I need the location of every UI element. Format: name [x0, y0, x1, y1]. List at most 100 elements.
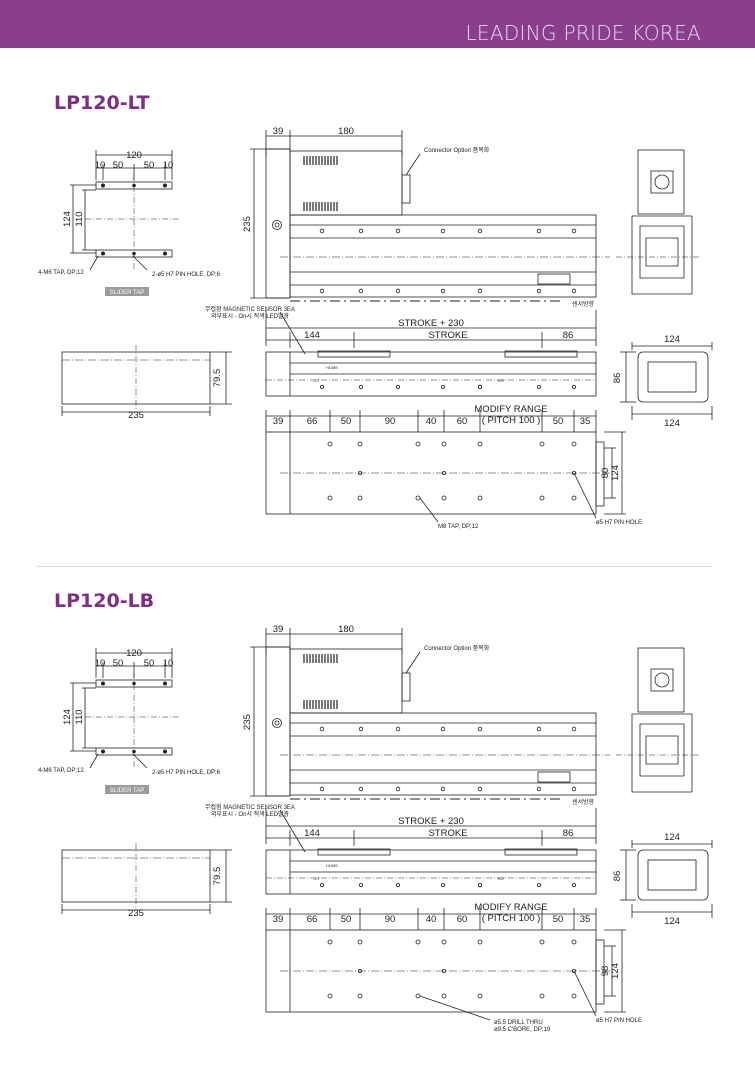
slider-tap-view	[70, 150, 180, 271]
slider-h-inner-label: 110	[74, 211, 85, 226]
bottom-label-0: 39	[273, 416, 284, 427]
top-height-label: 235	[242, 216, 253, 232]
bottom-hole	[357, 939, 363, 945]
bottom-h-inner-label: 80	[600, 468, 611, 479]
bolt-hole	[358, 288, 364, 294]
bolt-hole	[571, 786, 577, 792]
stroke-label: STROKE	[428, 330, 467, 341]
top-39-label: 39	[273, 624, 284, 635]
page-header: LEADING PRIDE KOREA	[0, 0, 755, 48]
bolt-hole	[536, 786, 542, 792]
bottom-hole	[477, 939, 483, 945]
bolt-hole	[395, 726, 401, 732]
brand-text: LEADING PRIDE KOREA	[465, 21, 701, 45]
plus-ot-label: +OT	[497, 378, 505, 383]
pin-hole	[572, 470, 577, 475]
bottom-hole	[441, 495, 447, 501]
end-view-right	[620, 342, 713, 420]
sensor-dir-label: 센서방향	[572, 300, 595, 308]
tap-note: 4-M6 TAP, DP;12	[38, 768, 84, 774]
bolt-hole	[477, 228, 483, 234]
stroke-label: STROKE	[428, 828, 467, 839]
end-view-top	[616, 647, 700, 793]
side-width-label: 235	[128, 410, 144, 421]
bottom-label-2: 50	[341, 416, 352, 427]
bolt-hole	[395, 882, 400, 887]
bolt-hole	[477, 786, 483, 792]
bolt-hole	[395, 228, 401, 234]
sensor-note-1: 무접점 MAGNETIC SENSOR 3EA	[205, 305, 295, 313]
end-bottom-width-label: 124	[664, 418, 680, 429]
side-view-left	[61, 345, 232, 416]
bottom-hole	[441, 441, 447, 447]
slider-tap-badge: SLIDER TAP	[110, 788, 144, 794]
slider-width-label: 120	[126, 648, 142, 659]
top-180-label: 180	[338, 126, 354, 137]
bolt-hole	[537, 384, 542, 389]
bolt-hole	[536, 288, 542, 294]
bolt-hole	[395, 786, 401, 792]
end-height-label: 86	[612, 373, 623, 384]
bottom-hole	[539, 939, 545, 945]
bolt-hole	[440, 288, 446, 294]
slider-tap-badge: SLIDER TAP	[110, 290, 144, 296]
hole-note: M8 TAP, DP;12	[438, 524, 479, 530]
bottom-hole	[415, 495, 421, 501]
slider-d4-label: 10	[163, 658, 174, 669]
bolt-hole	[572, 384, 577, 389]
bottom-view	[265, 908, 626, 1021]
bolt-hole	[440, 882, 445, 887]
bolt-hole	[572, 882, 577, 887]
bottom-hole	[571, 495, 577, 501]
bottom-hole	[357, 993, 363, 999]
pitch-label: ( PITCH 100 )	[482, 913, 541, 924]
bottom-hole	[571, 441, 577, 447]
bottom-hole	[357, 495, 363, 501]
bottom-label-5: 60	[457, 416, 468, 427]
drawing-lp120-lt: 120 10 50 50 10 124 110 4-M6 TAP, DP;12 …	[38, 126, 713, 530]
front-view	[265, 808, 597, 895]
bottom-h-inner-label: 98	[600, 966, 611, 977]
bolt-hole	[440, 786, 446, 792]
bolt-hole	[358, 228, 364, 234]
bottom-hole	[415, 939, 421, 945]
bolt-hole	[358, 726, 364, 732]
bottom-label-3: 90	[385, 914, 396, 925]
bottom-hole	[477, 993, 483, 999]
bottom-label-7: 35	[580, 416, 591, 427]
slider-d3-label: 50	[144, 160, 155, 171]
bottom-hole	[327, 939, 333, 945]
bolt-hole	[440, 228, 446, 234]
bolt-hole	[537, 882, 542, 887]
bottom-hole	[415, 441, 421, 447]
side-view-left	[61, 843, 232, 914]
bolt-hole	[440, 726, 446, 732]
slider-width-label: 120	[126, 150, 142, 161]
bottom-label-1: 66	[307, 914, 318, 925]
dimension-labels: 120 10 50 50 10 124 110 4-M6 TAP, DP;12 …	[38, 624, 680, 1033]
slider-d4-label: 10	[163, 160, 174, 171]
bolt-hole	[358, 882, 363, 887]
bottom-label-5: 60	[457, 914, 468, 925]
bolt-hole	[358, 384, 363, 389]
pitch-label: ( PITCH 100 )	[482, 415, 541, 426]
bolt-hole	[319, 786, 325, 792]
pin-hole	[357, 968, 362, 973]
hole-note: ø5.5 DRILL THRU	[494, 1020, 543, 1026]
sensor-note-1: 무접점 MAGNETIC SENSOR 3EA	[205, 803, 295, 811]
pin-note: 2-ø5 H7 PIN HOLE, DP;6	[152, 272, 221, 278]
bottom-hole	[327, 495, 333, 501]
bottom-hole	[441, 939, 447, 945]
bolt-hole	[477, 288, 483, 294]
minus-ot-label: -OT	[313, 876, 320, 881]
bottom-hole	[539, 441, 545, 447]
drawing-lp120-lb: 120 10 50 50 10 124 110 4-M6 TAP, DP;12 …	[38, 624, 713, 1033]
top-180-label: 180	[338, 624, 354, 635]
bottom-hole	[539, 495, 545, 501]
bottom-hole	[571, 939, 577, 945]
bolt-hole	[319, 384, 324, 389]
front-144-label: 144	[304, 828, 320, 839]
slider-d2-label: 50	[113, 658, 124, 669]
bottom-label-4: 40	[426, 914, 437, 925]
home-label: HOME	[326, 365, 338, 370]
